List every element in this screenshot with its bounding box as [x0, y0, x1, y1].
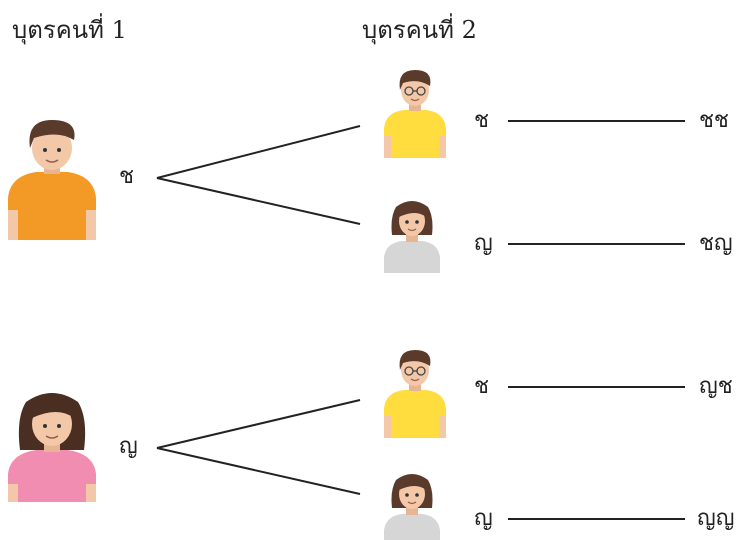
girl-icon: [8, 393, 96, 502]
girl-icon: [384, 201, 440, 273]
outcome-result: ชญ: [699, 231, 733, 256]
second-child-label: ญ: [474, 506, 493, 531]
branch-line: [156, 399, 361, 449]
second-child-label: ช: [474, 108, 489, 133]
branch-line: [156, 125, 361, 179]
branch-line: [156, 177, 361, 225]
branch-line: [156, 447, 361, 495]
outcome-result: ญญ: [697, 506, 735, 531]
header-child-1: บุตรคนที่ 1: [12, 16, 127, 44]
outcome-result: ญช: [699, 374, 733, 399]
boy-with-glasses-icon: [384, 350, 446, 438]
boy-with-glasses-icon: [384, 70, 446, 158]
boy-icon: [8, 120, 96, 240]
first-child-label: ช: [119, 164, 134, 189]
first-child-label: ญ: [119, 434, 138, 459]
second-child-label: ช: [474, 374, 489, 399]
header-child-2: บุตรคนที่ 2: [362, 16, 477, 44]
outcome-result: ชช: [699, 108, 729, 133]
second-child-label: ญ: [474, 231, 493, 256]
girl-icon: [384, 474, 440, 540]
